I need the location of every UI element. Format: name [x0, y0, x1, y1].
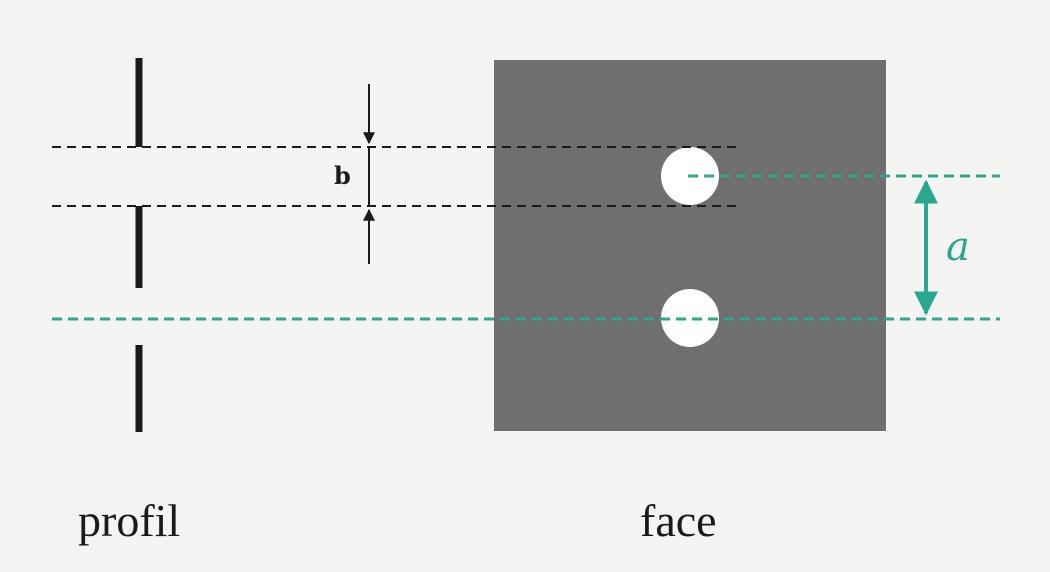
face-plate: [494, 60, 886, 431]
face-caption: face: [640, 495, 717, 546]
hole-bottom: [661, 289, 719, 347]
profile-caption: profil: [78, 495, 181, 546]
b-label: b: [334, 161, 351, 190]
a-label: a: [946, 224, 970, 270]
